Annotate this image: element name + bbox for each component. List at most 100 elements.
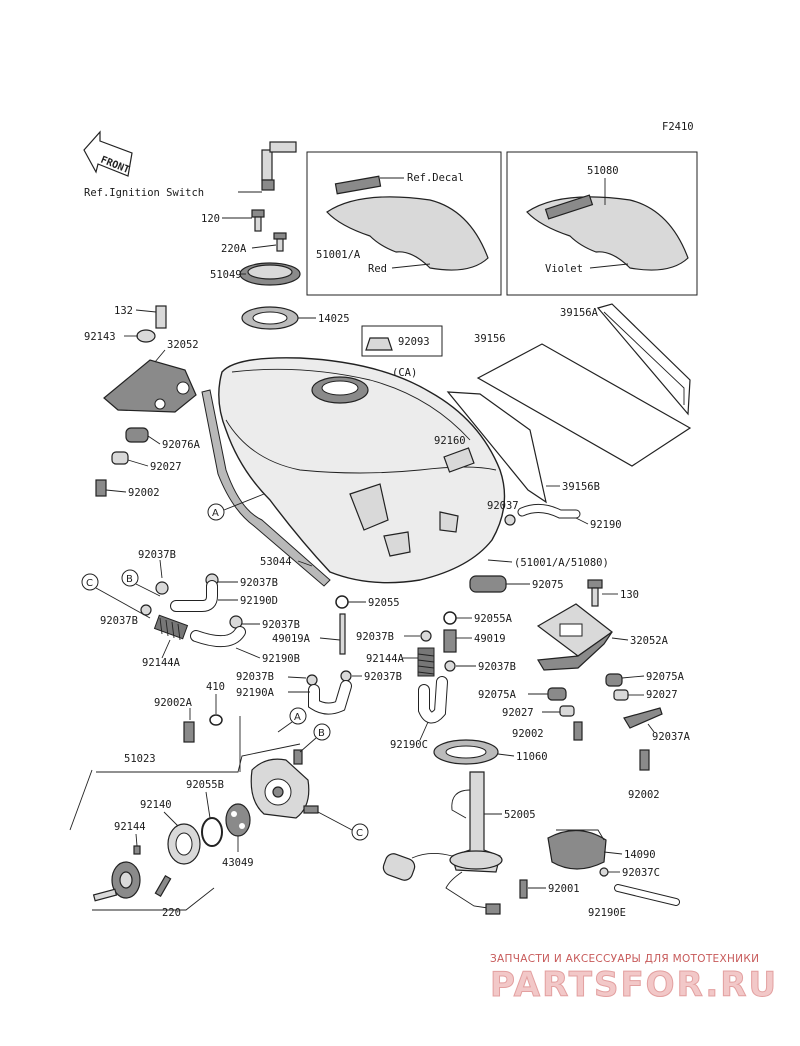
trim-53044 [201,389,331,587]
svg-text:B: B [318,728,325,739]
watermark-caption: ЗАПЧАСТИ И АКСЕССУАРЫ ДЛЯ МОТОТЕХНИКИ [490,953,759,965]
label-92144: 92144 [114,821,146,833]
front-arrow-icon: FRONT [83,130,133,177]
label-51049: 51049 [210,269,242,281]
clamp-92037b-e-icon [306,674,318,686]
label-red: Red [368,263,387,275]
hose-92190b [191,627,245,647]
label-92027-3: 92027 [502,707,534,719]
label-92143: 92143 [84,331,116,343]
spring-92144a-left-icon [153,614,189,641]
pad-92160-icon [443,447,475,473]
svg-text:C: C [86,578,93,589]
label-52005: 52005 [504,809,536,821]
screw-icon [92,888,118,902]
decal-box-red [306,151,502,296]
label-39156b: 39156B [562,481,600,493]
svg-text:A: A [212,508,219,519]
label-92140: 92140 [140,799,172,811]
oring-92055a-icon [443,611,457,625]
label-49019: 49019 [474,633,506,645]
label-51023: 51023 [124,753,156,765]
pipe-49019a-icon [339,613,346,655]
label-92027-2: 92027 [646,689,678,701]
pad-92075-icon [469,575,507,593]
label-53044: 53044 [260,556,292,568]
bolt-120-icon [251,209,265,232]
ca-box [361,325,443,357]
label-combo: (51001/A/51080) [514,557,609,569]
label-92190a: 92190A [236,687,275,699]
label-92190c: 92190C [390,739,428,751]
float-icon [382,853,416,881]
collar-92027-left-icon [559,705,575,717]
label-92160: 92160 [434,435,466,447]
screw-220-icon [154,875,172,897]
pin-92144-icon [133,845,141,855]
damper-92076a-icon [125,427,149,443]
hose-92190e [615,885,679,905]
marker-a-pump: A [289,707,307,725]
marker-b-left: B [121,569,139,587]
label-92037b-3: 92037B [100,615,138,627]
label-51080: 51080 [587,165,619,177]
label-92144a-2: 92144A [366,653,405,665]
oring-92055b-icon [201,817,223,847]
label-92075a-2: 92075A [646,671,685,683]
decal-box-violet [506,151,698,296]
label-43049: 43049 [222,857,254,869]
clamp-92037-icon [504,514,516,526]
label-92190b: 92190B [262,653,300,665]
label-39156a: 39156A [560,307,599,319]
bolt-220a-icon [273,232,287,252]
label-14090: 14090 [624,849,656,861]
label-92002: 92002 [128,487,160,499]
label-92055a: 92055A [474,613,513,625]
label-92027: 92027 [150,461,182,473]
label-120: 120 [201,213,220,225]
damper-92075a-right-icon [605,673,623,687]
collar-92027-right-icon [613,689,629,701]
label-92075: 92075 [532,579,564,591]
oring-92055-icon [335,595,349,609]
label-49019a: 49019A [272,633,311,645]
watermark-logo: PARTSFOR.RU [490,965,778,1005]
label-92037b-6: 92037B [478,661,516,673]
label-92002a: 92002A [154,697,193,709]
label-410: 410 [206,681,225,693]
band-14090-icon [547,829,607,870]
clamp-92037b-h-icon [444,660,456,672]
bolt-92002-right-icon [639,749,650,771]
label-92190e: 92190E [588,907,626,919]
tank-mount-left [349,483,389,531]
decal-logo-red [334,175,382,195]
connector-icon [485,903,501,915]
label-11060: 11060 [516,751,548,763]
page-code: F2410 [662,121,694,133]
label-92037: 92037 [487,500,519,512]
svg-text:C: C [356,828,363,839]
hose-92190d [171,581,217,611]
label-92190: 92190 [590,519,622,531]
label-14025: 14025 [318,313,350,325]
bracket-32052-icon [103,359,197,413]
label-ref-decal: Ref.Decal [407,172,464,184]
fitting-49019-icon [443,629,457,653]
label-220a: 220A [221,243,247,255]
seat-pad-39156b [446,391,547,504]
label-92055b: 92055B [186,779,224,791]
marker-c-left: C [81,573,99,591]
label-92037b-7: 92037B [236,671,274,683]
fuel-tank [218,357,506,584]
svg-text:A: A [294,712,301,723]
label-39156: 39156 [474,333,506,345]
svg-text:B: B [126,574,133,585]
bolt-130-icon [587,579,603,607]
label-92037b-4: 92037B [262,619,300,631]
label-92037b-5: 92037B [356,631,394,643]
ignition-key-icon [261,141,297,191]
hose-92190 [518,505,580,518]
label-92001: 92001 [548,883,580,895]
label-32052a: 32052A [630,635,669,647]
label-92002-3: 92002 [512,728,544,740]
